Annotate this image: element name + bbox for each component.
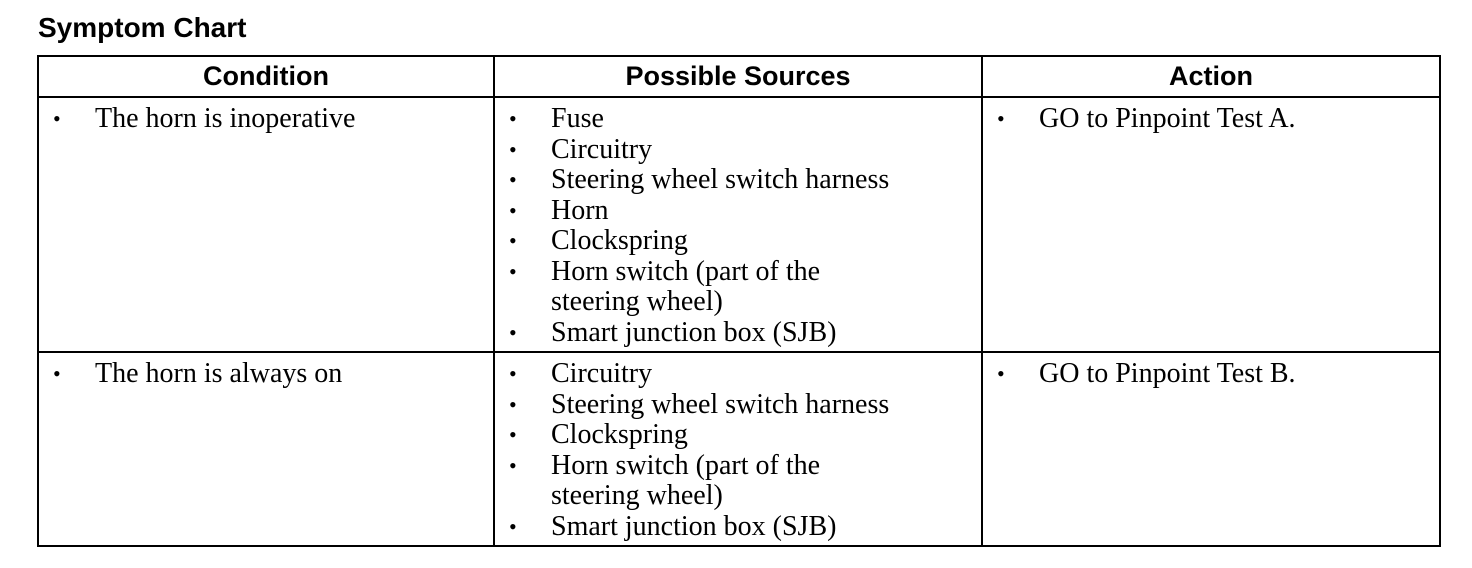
bullet-icon: •: [509, 422, 517, 447]
bullet-icon: •: [509, 106, 517, 131]
table-row: • The horn is always on • Circuitry • Stee…: [37, 351, 1441, 547]
list-item: • Horn: [495, 194, 981, 227]
bullet-icon: •: [509, 258, 517, 284]
list-item: • Steering wheel switch harness: [495, 164, 981, 196]
list-item: • Horn switch (part of the steering wheel…: [495, 255, 981, 318]
column-header-condition: Condition: [37, 55, 495, 98]
source-text: Clockspring: [551, 419, 688, 450]
bullet-icon: •: [509, 136, 517, 162]
action-text: GO to Pinpoint Test B.: [1039, 358, 1296, 389]
bullet-icon: •: [997, 361, 1005, 386]
table-row: • The horn is inoperative • Fuse • Circuit…: [37, 96, 1441, 353]
condition-cell: • The horn is inoperative: [37, 96, 495, 353]
source-text: Circuitry: [551, 133, 653, 165]
list-item: • Steering wheel switch harness: [495, 388, 981, 421]
list-item: • GO to Pinpoint Test A.: [983, 103, 1439, 135]
bullet-icon: •: [509, 452, 517, 478]
bullet-icon: •: [509, 197, 517, 223]
condition-text: The horn is inoperative: [95, 103, 356, 134]
list-item: • The horn is always on: [39, 358, 493, 390]
bullet-icon: •: [509, 513, 517, 539]
list-item: • The horn is inoperative: [39, 103, 493, 135]
list-item: • Smart junction box (SJB): [495, 316, 981, 349]
bullet-icon: •: [509, 319, 517, 345]
action-cell: • GO to Pinpoint Test B.: [981, 351, 1441, 547]
source-text: Horn switch (part of the steering wheel): [551, 449, 821, 511]
action-cell: • GO to Pinpoint Test A.: [981, 96, 1441, 353]
condition-text: The horn is always on: [95, 358, 343, 389]
bullet-icon: •: [53, 106, 61, 131]
source-text: Smart junction box (SJB): [551, 316, 837, 348]
source-text: Steering wheel switch harness: [551, 388, 890, 420]
column-header-action: Action: [981, 55, 1441, 98]
bullet-icon: •: [509, 391, 517, 417]
symptom-table: Condition Possible Sources Action • The …: [37, 55, 1441, 547]
bullet-icon: •: [509, 167, 517, 192]
list-item: • GO to Pinpoint Test B.: [983, 358, 1439, 390]
source-text: Circuitry: [551, 358, 653, 389]
list-item: • Circuitry: [495, 358, 981, 390]
list-item: • Horn switch (part of the steering wheel…: [495, 449, 981, 512]
bullet-icon: •: [997, 106, 1005, 131]
source-text: Fuse: [551, 103, 604, 134]
list-item: • Fuse: [495, 103, 981, 135]
page-title: Symptom Chart: [38, 12, 247, 43]
table-header-row: Condition Possible Sources Action: [37, 55, 1441, 98]
column-header-possible-sources: Possible Sources: [493, 55, 983, 98]
bullet-icon: •: [509, 228, 517, 253]
possible-sources-cell: • Fuse • Circuitry • Steering wheel switch …: [493, 96, 983, 353]
condition-cell: • The horn is always on: [37, 351, 495, 547]
action-text: GO to Pinpoint Test A.: [1039, 103, 1296, 134]
source-text: Horn: [551, 194, 609, 226]
source-text: Horn switch (part of the steering wheel): [551, 255, 821, 317]
source-text: Smart junction box (SJB): [551, 510, 837, 542]
possible-sources-cell: • Circuitry • Steering wheel switch harnes…: [493, 351, 983, 547]
source-text: Clockspring: [551, 225, 688, 256]
list-item: • Clockspring: [495, 225, 981, 257]
list-item: • Clockspring: [495, 419, 981, 451]
bullet-icon: •: [53, 361, 61, 386]
list-item: • Circuitry: [495, 133, 981, 166]
source-text: Steering wheel switch harness: [551, 164, 890, 195]
list-item: • Smart junction box (SJB): [495, 510, 981, 543]
bullet-icon: •: [509, 361, 517, 386]
